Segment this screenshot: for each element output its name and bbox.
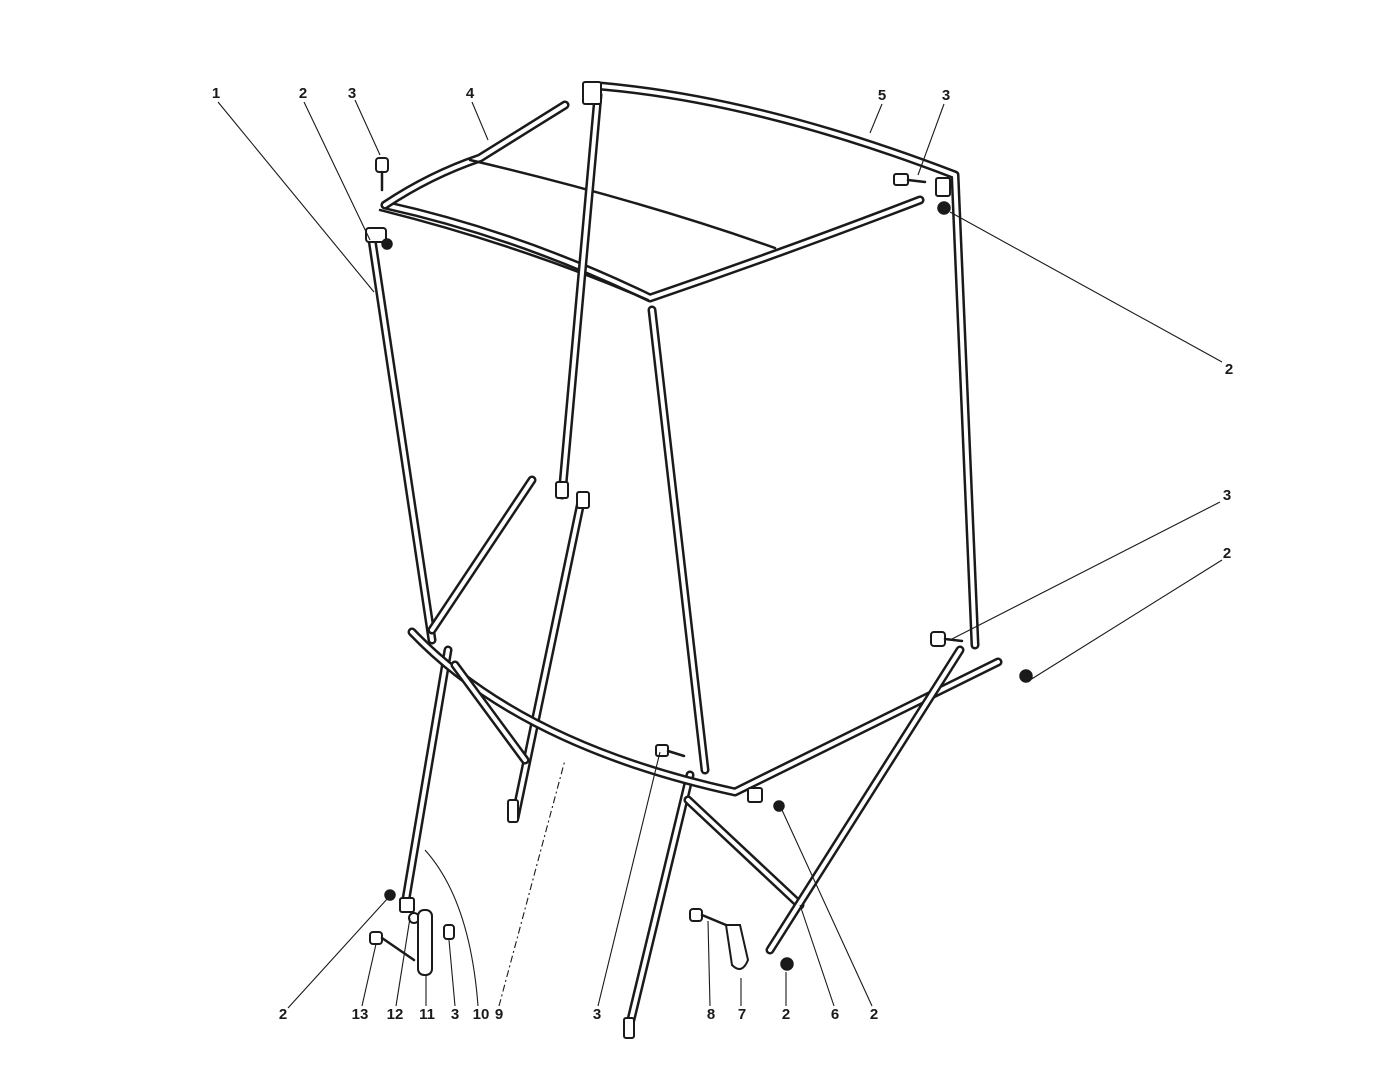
hardware xyxy=(365,81,1033,1039)
rear-hinge-bracket xyxy=(365,227,387,243)
bolt-3e-head xyxy=(655,744,669,757)
callout-2f: 2 xyxy=(870,1006,878,1023)
callout-12: 12 xyxy=(387,1006,404,1023)
upright-posts xyxy=(367,90,710,1037)
callout-2c: 2 xyxy=(1223,545,1231,562)
callout-3e: 3 xyxy=(593,1006,601,1023)
foot-b xyxy=(623,1017,635,1039)
nut-2e xyxy=(773,800,785,812)
strap-11 xyxy=(417,909,433,976)
callout-4: 4 xyxy=(466,85,475,102)
callout-2a: 2 xyxy=(299,85,307,102)
callout-2d: 2 xyxy=(279,1006,287,1023)
top-bracket-left xyxy=(582,81,602,105)
callout-3c: 3 xyxy=(1223,487,1231,504)
nut-2c xyxy=(1019,669,1033,683)
bolt-13-head xyxy=(369,931,383,945)
callout-8: 8 xyxy=(707,1006,715,1023)
nut-2d xyxy=(384,889,396,901)
callout-3a: 3 xyxy=(348,85,356,102)
top-bow-frame xyxy=(378,81,980,650)
nut-2f xyxy=(780,957,794,971)
lower-left-bracket xyxy=(399,897,415,913)
callout-11: 11 xyxy=(419,1006,435,1023)
callout-13: 13 xyxy=(352,1006,369,1023)
leader-lines xyxy=(217,99,1223,1009)
callout-labels: 1 2 3 4 5 3 2 3 2 2 13 12 11 3 10 9 3 8 … xyxy=(212,85,1233,1023)
mid-bracket-a xyxy=(555,481,569,499)
clamp-7 xyxy=(724,924,750,970)
callout-1: 1 xyxy=(212,85,220,102)
callout-10: 10 xyxy=(473,1006,490,1023)
bolt-3a-head xyxy=(375,157,389,173)
callout-7: 7 xyxy=(738,1006,746,1023)
callout-3d: 3 xyxy=(451,1006,459,1023)
callout-3b: 3 xyxy=(942,87,950,104)
mid-bracket-b xyxy=(576,491,590,509)
callout-5: 5 xyxy=(878,87,886,104)
bolt-3d xyxy=(443,924,455,940)
bolt-3b-head xyxy=(893,173,909,186)
top-bracket-right xyxy=(935,177,951,197)
brace-stays xyxy=(427,475,965,955)
callout-6: 6 xyxy=(831,1006,839,1023)
bolt-8-head xyxy=(689,908,703,922)
callout-9: 9 xyxy=(495,1006,503,1023)
nut-2a xyxy=(381,238,393,250)
foot-a xyxy=(507,799,519,823)
callout-2b: 2 xyxy=(1225,361,1233,378)
lower-bow xyxy=(407,627,1003,797)
lower-bracket xyxy=(747,787,763,803)
bolt-3c-head xyxy=(930,631,946,647)
nut-2b xyxy=(937,201,951,215)
callout-2e: 2 xyxy=(782,1006,790,1023)
